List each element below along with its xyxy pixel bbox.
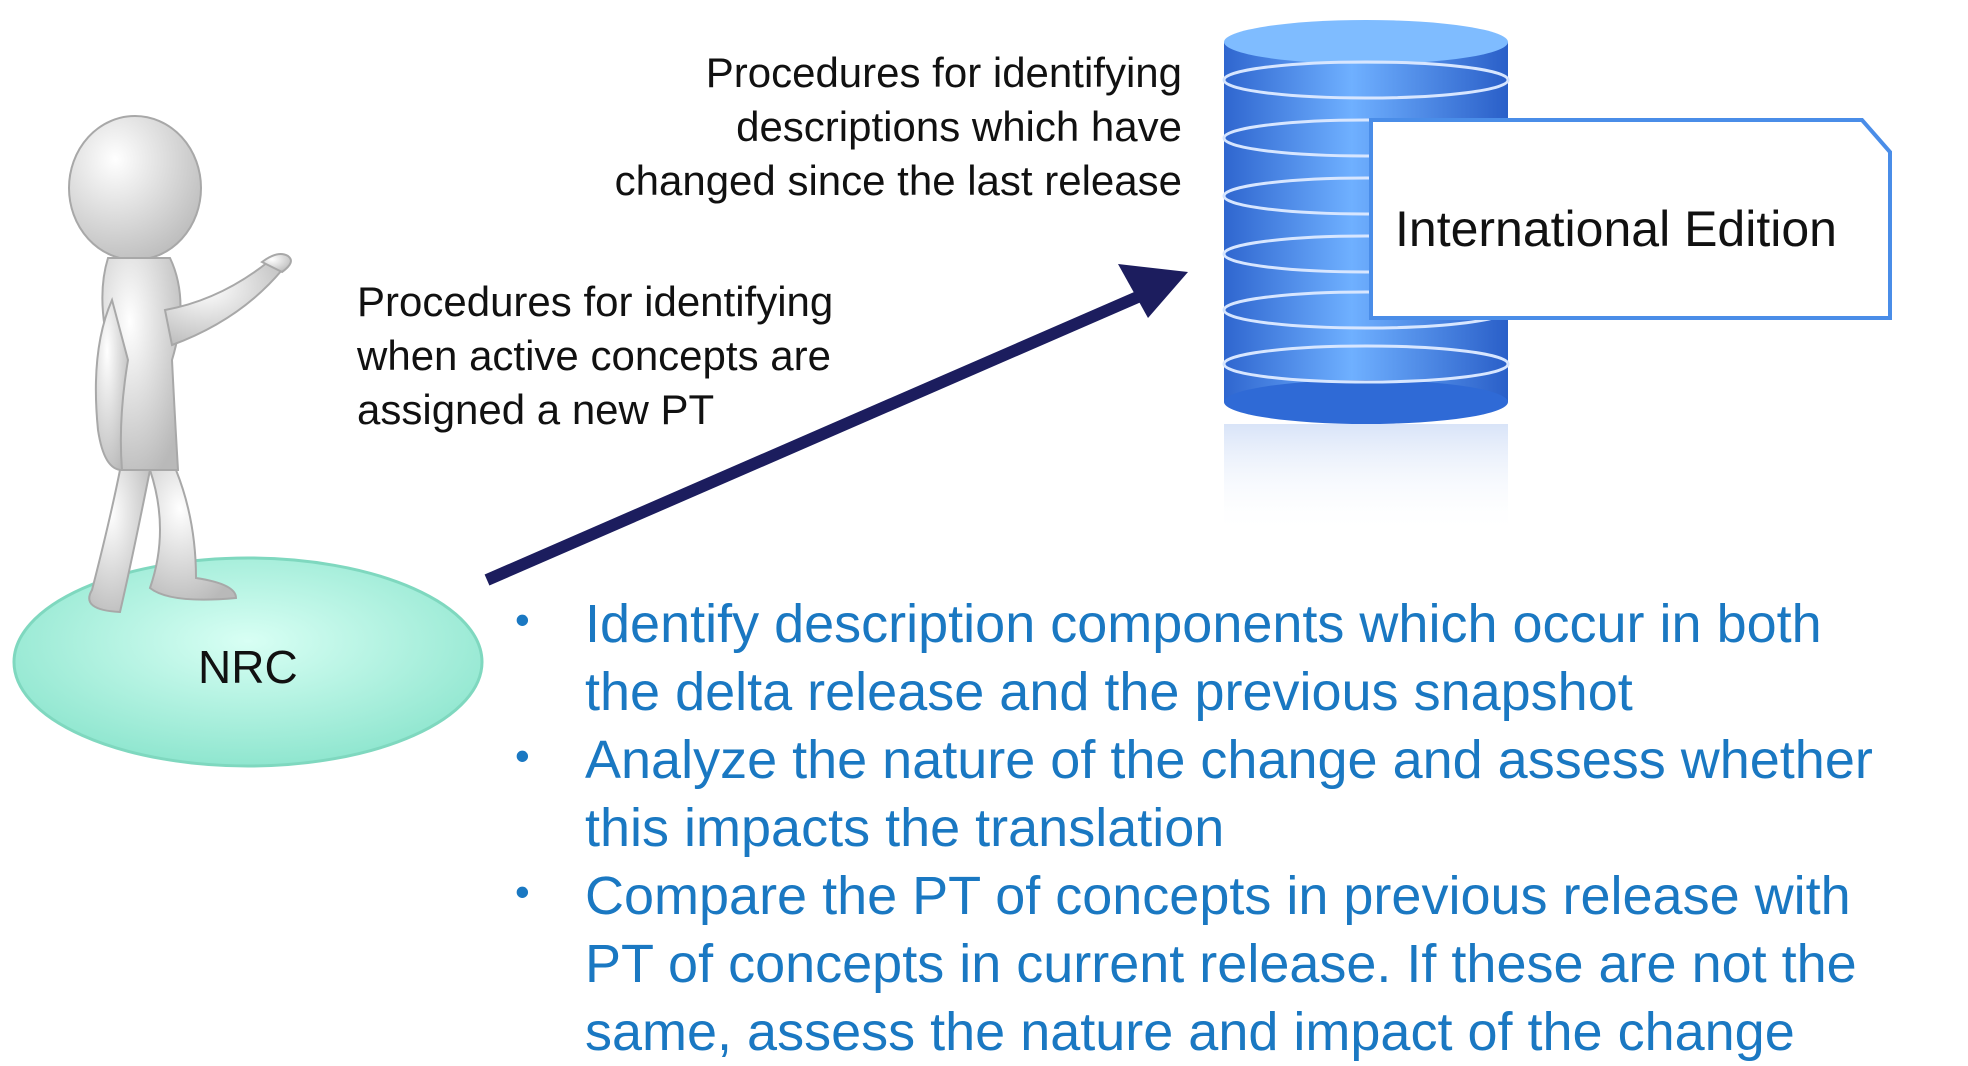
note-line: descriptions which have <box>736 103 1182 150</box>
bullet-line: this impacts the translation <box>585 798 1225 858</box>
bullet-item: Identify description components which oc… <box>515 586 1965 726</box>
bullet-line: Analyze the nature of the change and ass… <box>585 730 1873 790</box>
note-changed-descriptions: Procedures for identifying descriptions … <box>470 46 1182 208</box>
nrc-platform <box>12 556 484 768</box>
nrc-label: NRC <box>198 641 298 693</box>
arrow-shaft <box>484 290 1143 586</box>
arrow-head <box>1118 264 1188 318</box>
bullet-line: PT of concepts in current release. If th… <box>585 934 1857 994</box>
bullet-list: Identify description components which oc… <box>515 586 1965 1066</box>
database-label-box <box>1369 118 1892 320</box>
bullet-line: Identify description components which oc… <box>585 594 1822 654</box>
note-line: changed since the last release <box>614 157 1182 204</box>
database-label: International Edition <box>1395 201 1837 257</box>
person-figure-icon <box>68 115 292 614</box>
note-line: Procedures for identifying <box>357 278 834 325</box>
bullet-line: the delta release and the previous snaps… <box>585 662 1633 722</box>
note-new-pt: Procedures for identifying when active c… <box>357 275 917 437</box>
note-line: assigned a new PT <box>357 386 715 433</box>
bullet-line: Compare the PT of concepts in previous r… <box>585 866 1851 926</box>
bullet-item: Compare the PT of concepts in previous r… <box>515 858 1965 1066</box>
note-line: Procedures for identifying <box>705 49 1182 96</box>
bullet-item: Analyze the nature of the change and ass… <box>515 722 1965 862</box>
note-line: when active concepts are <box>357 332 831 379</box>
bullet-line: same, assess the nature and impact of th… <box>585 1002 1795 1062</box>
